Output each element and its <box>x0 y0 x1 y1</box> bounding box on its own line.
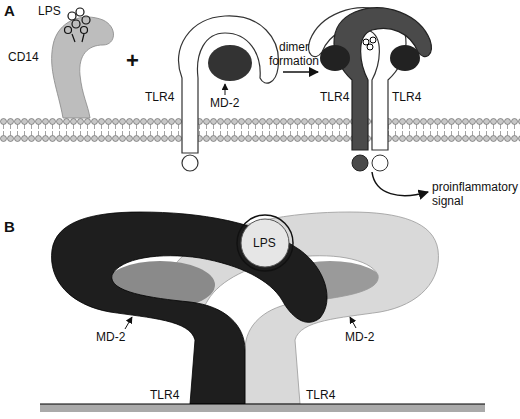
tlr4-monomer <box>179 16 279 171</box>
protein-label: TLR4 <box>145 90 174 104</box>
molecule-label: LPS <box>38 4 61 18</box>
plus-sign: + <box>126 48 139 73</box>
protein-label: TLR4 <box>392 90 421 104</box>
signal-arrow <box>372 172 428 196</box>
protein-label: MD-2 <box>96 330 125 344</box>
surface-model <box>52 212 439 404</box>
membrane-line <box>40 403 485 404</box>
protein-label: MD-2 <box>345 330 374 344</box>
panel-letter: A <box>4 2 15 19</box>
lps-molecule <box>65 8 91 42</box>
membrane-bar <box>40 404 485 412</box>
reaction-arrow <box>283 71 318 73</box>
signal-label: proinflammatory signal <box>432 180 516 208</box>
molecule-label: LPS <box>253 236 276 250</box>
panel-letter: B <box>4 218 15 235</box>
protein-label: TLR4 <box>306 388 335 402</box>
protein-label: TLR4 <box>150 388 179 402</box>
protein-label: CD14 <box>8 50 39 64</box>
md2-pointer <box>350 317 356 328</box>
md2-pointer <box>225 84 226 95</box>
protein-label: TLR4 <box>320 90 349 104</box>
tlr4-dimer <box>309 8 432 171</box>
md2-pointer <box>125 317 132 329</box>
cd14-shape <box>52 17 114 118</box>
protein-label: MD-2 <box>210 96 239 110</box>
membrane <box>0 118 520 142</box>
process-label: dimer formation <box>264 40 324 68</box>
